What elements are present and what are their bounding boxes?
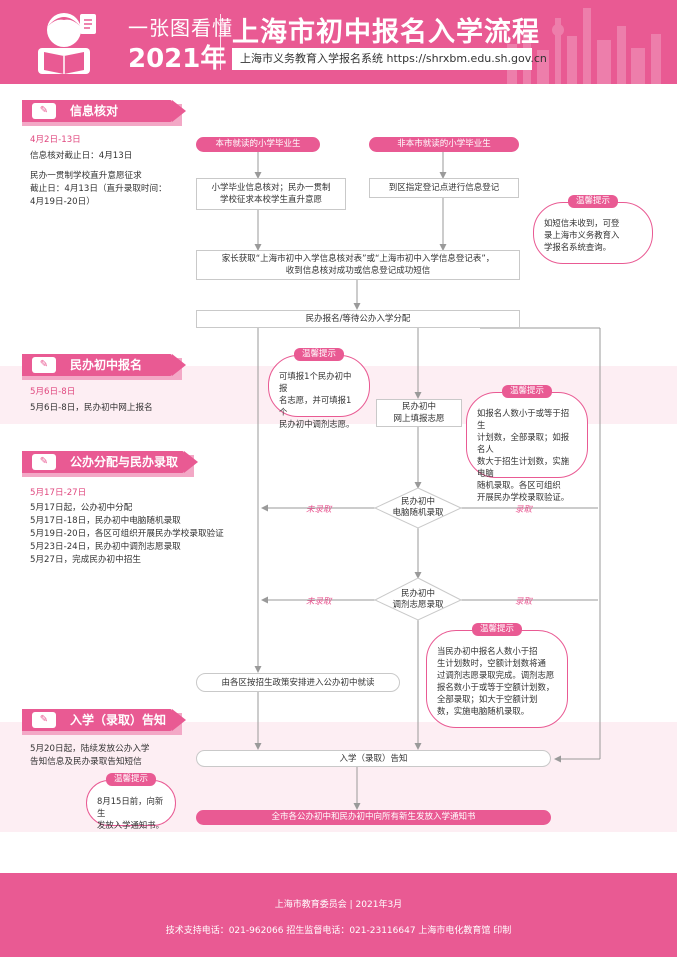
page-title: 上海市初中报名入学流程	[232, 17, 540, 48]
edit-icon: ✎	[32, 454, 56, 470]
section-tag-notice: ✎ 入学（录取）告知	[22, 709, 186, 731]
admitted-label: 录取	[515, 505, 533, 515]
s3-line: 5月17日-18日，民办初中电脑随机录取	[30, 516, 181, 526]
admission-notice-box: 入学（录取）告知	[196, 750, 551, 767]
student-reading-icon	[38, 13, 96, 74]
tip-notice: 温馨提示 8月15日前，向新生 发放入学通知书。	[86, 773, 176, 830]
s3-line: 5月19日-20日，各区可组织开展民办学校录取验证	[30, 529, 224, 539]
public-assign-box: 由各区按招生政策安排进入公办初中就读	[196, 673, 400, 692]
s3-line: 5月17日起，公办初中分配	[30, 503, 133, 513]
sms-confirmation-box: 家长获取“上海市初中入学信息核对表”或“上海市初中入学信息登记表”， 收到信息核…	[196, 250, 520, 280]
header-divider	[220, 14, 221, 70]
private-apply-box: 民办初中 网上填报志愿	[376, 399, 462, 427]
edit-icon: ✎	[32, 103, 56, 119]
section-tag-assignment: ✎ 公办分配与民办录取	[22, 451, 198, 473]
s1-line: 截止日：4月13日（直升录取时间：	[30, 184, 167, 194]
admitted-label: 录取	[515, 597, 533, 607]
edit-icon: ✎	[32, 712, 56, 728]
s3-line: 5月23日-24日，民办初中调剂志愿录取	[30, 542, 181, 552]
s3-line: 5月27日，完成民办初中招生	[30, 555, 141, 565]
s1-line: 信息核对截止日：4月13日	[30, 151, 133, 161]
final-notice-pill: 全市各公办初中和民办初中向所有新生发放入学通知书	[196, 810, 551, 825]
header-banner: 一张图看懂 2021年 上海市初中报名入学流程 上海市义务教育入学报名系统 ht…	[0, 0, 677, 84]
system-url[interactable]: 上海市义务教育入学报名系统 https://shrxbm.edu.sh.gov.…	[232, 48, 547, 70]
header-subtitle: 一张图看懂	[128, 16, 233, 40]
apply-or-wait-box: 民办报名/等待公办入学分配	[196, 310, 520, 328]
s2-date: 5月6日-8日	[30, 387, 76, 397]
s1-line: 4月19日-20日）	[30, 197, 95, 207]
tip-sms: 温馨提示 如短信未收到，可登 录上海市义务教育入 学报名系统查询。	[533, 195, 653, 264]
tip-random: 温馨提示 如报名人数小于或等于招生 计划数，全部录取；如报名人 数大于招生计划数…	[466, 385, 588, 502]
nonlocal-register-box: 到区指定登记点进行信息登记	[369, 178, 519, 198]
section-tag-label: 入学（录取）告知	[70, 713, 167, 727]
s2-line: 5月6日-8日，民办初中网上报名	[30, 403, 153, 413]
s4-line: 告知信息及民办录取告知短信	[30, 757, 142, 767]
footer-org: 上海市教育委员会 | 2021年3月	[274, 900, 403, 910]
not-admitted-label: 未录取	[306, 505, 332, 515]
not-admitted-label: 未录取	[306, 597, 332, 607]
footer: 上海市教育委员会 | 2021年3月 技术支持电话：021-962066 招生监…	[0, 873, 677, 957]
nonlocal-graduates-pill: 非本市就读的小学毕业生	[369, 137, 519, 152]
section-tag-private-apply: ✎ 民办初中报名	[22, 354, 186, 376]
section-tag-info-check: ✎ 信息核对	[22, 100, 186, 122]
s4-line: 5月20日起，陆续发放公办入学	[30, 744, 150, 754]
s3-date: 5月17日-27日	[30, 488, 87, 498]
edit-icon: ✎	[32, 357, 56, 373]
local-info-check-box: 小学毕业信息核对；民办一贯制 学校征求本校学生直升意愿	[196, 178, 346, 210]
random-admission-label: 民办初中 电脑随机录取	[392, 497, 444, 518]
tip-apply: 温馨提示 可填报1个民办初中报 名志愿，并可填报1个 民办初中调剂志愿。	[268, 348, 370, 429]
adjust-admission-label: 民办初中 调剂志愿录取	[392, 589, 444, 610]
local-graduates-pill: 本市就读的小学毕业生	[196, 137, 320, 152]
section-tag-label: 民办初中报名	[70, 358, 143, 372]
s1-date: 4月2日-13日	[30, 135, 81, 145]
section-tag-label: 信息核对	[70, 104, 119, 118]
s1-line: 民办一贯制学校直升意愿征求	[30, 171, 142, 181]
section-tag-label: 公办分配与民办录取	[70, 455, 179, 469]
header-year: 2021年	[128, 44, 227, 74]
footer-contacts: 技术支持电话：021-962066 招生监督电话：021-23116647 上海…	[165, 926, 512, 936]
tip-adjust: 温馨提示 当民办初中报名人数小于招 生计划数时，空额计划数将通 过调剂志愿录取完…	[426, 623, 568, 728]
